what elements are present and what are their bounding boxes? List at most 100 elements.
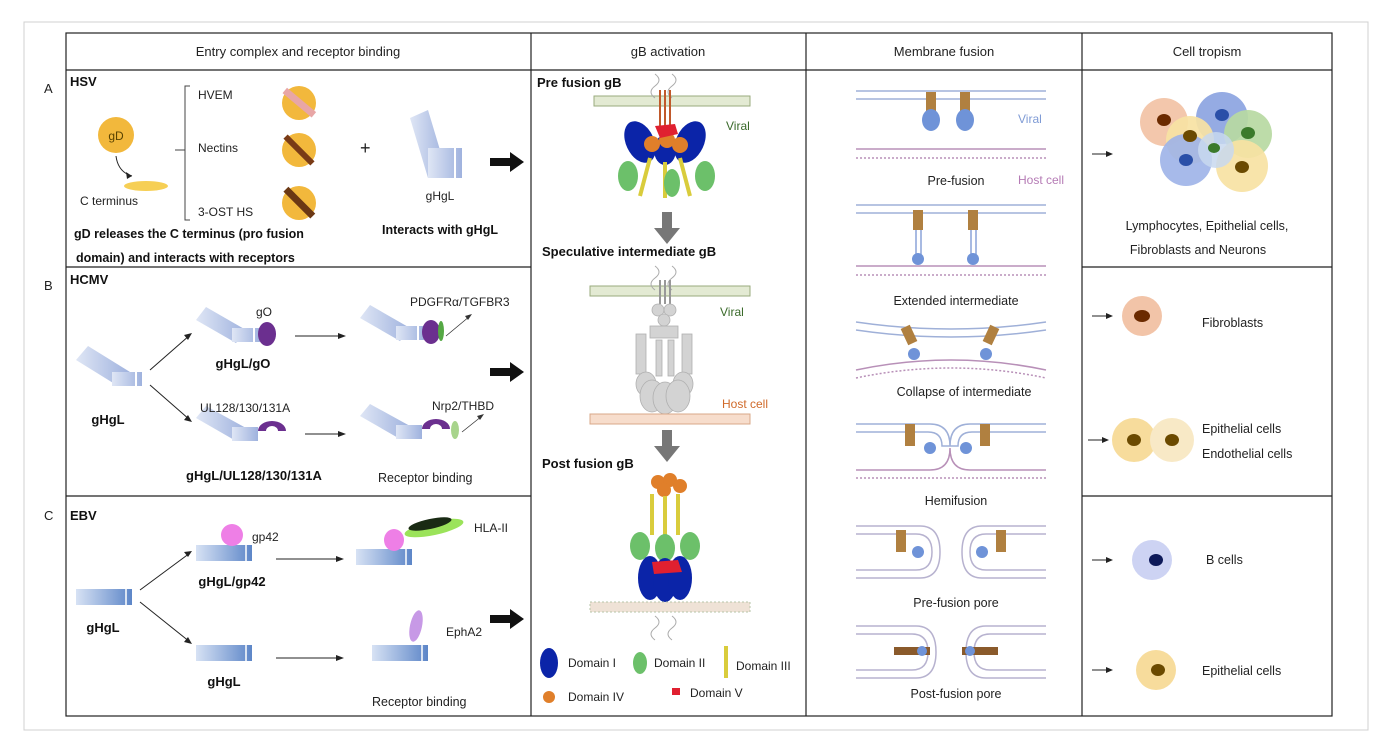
- c-terminus-label: C terminus: [80, 194, 138, 208]
- stage-label-collapse: Collapse of intermediate: [897, 385, 1032, 399]
- gb-activation-panel: Pre fusion gB Viral Speculative intermed…: [537, 73, 791, 704]
- pre-viral-label: Viral: [726, 119, 750, 133]
- membrane-fusion-panel: Viral Host cell Pre-fusion Extended inte…: [855, 90, 1064, 701]
- tropism-hsv-2: Fibroblasts and Neurons: [1130, 243, 1266, 257]
- hcmv-title: HCMV: [70, 272, 109, 287]
- gb-legend: Domain I Domain II Domain III Domain IV …: [540, 646, 791, 704]
- legend-domain-1-swatch: [540, 648, 558, 678]
- receptor-3ost: 3-OST HS: [198, 205, 253, 219]
- hsv-caption-1: gD releases the C terminus (pro fusion: [74, 227, 304, 241]
- ebv-big-arrow: [490, 609, 524, 629]
- tropism-epithelial-2: Epithelial cells: [1202, 664, 1281, 678]
- hsv-interacts: Interacts with gHgL: [382, 223, 498, 237]
- gd-protein: [98, 117, 134, 153]
- ghgl-ul128-label: gHgL/UL128/130/131A: [186, 468, 322, 483]
- legend-domain-4-swatch: [543, 691, 555, 703]
- ghgl-ul128-complex: [196, 406, 286, 441]
- hsv-cell-cluster: [1140, 92, 1272, 192]
- legend-domain-5-swatch: [672, 688, 680, 695]
- legend-domain-2: Domain II: [654, 656, 705, 670]
- tropism-epithelial: Epithelial cells: [1202, 422, 1281, 436]
- hcmv-ghgl-main: [76, 346, 142, 386]
- fusion-stage-prefusion: Viral Host cell Pre-fusion: [856, 90, 1064, 188]
- receptor-hvem: HVEM: [198, 88, 233, 102]
- gb-post-title: Post fusion gB: [542, 456, 634, 471]
- hsv-ghgl-label: gHgL: [426, 189, 455, 203]
- fusion-host-label: Host cell: [1018, 173, 1064, 187]
- ebv-ghgl2-label: gHgL: [207, 674, 240, 689]
- gd-label: gD: [108, 129, 124, 143]
- go-label: gO: [256, 305, 272, 319]
- hsv-big-arrow: [490, 152, 524, 172]
- ebv-ghgl-2: [196, 645, 252, 661]
- stage-label-extended: Extended intermediate: [893, 294, 1018, 308]
- hcmv-panel: HCMV gHgL gO gHgL/gO: [70, 272, 524, 485]
- ghgl-ul128-bound: [360, 404, 459, 439]
- c-terminus-shape: [124, 181, 168, 191]
- pdgfr-label: PDGFRα/TGFBR3: [410, 295, 510, 309]
- legend-domain-5: Domain V: [690, 686, 743, 700]
- nrp2-label: Nrp2/THBD: [432, 399, 494, 413]
- ebv-ghgl-label: gHgL: [86, 620, 119, 635]
- hcmv-ghgl-label: gHgL: [91, 412, 124, 427]
- legend-domain-2-swatch: [633, 652, 647, 674]
- ebv-title: EBV: [70, 508, 97, 523]
- ghgl-go-complex: [196, 307, 276, 346]
- ghgl-gp42-bound: [356, 517, 464, 565]
- table-grid: [65, 32, 1333, 717]
- hcmv-receptor-binding: Receptor binding: [378, 471, 473, 485]
- ghgl-gp42-label: gHgL/gp42: [198, 574, 265, 589]
- pre-viral-membrane: [593, 95, 751, 107]
- fusion-stage-hemifusion: Hemifusion: [856, 423, 1046, 508]
- gp42-label: gp42: [252, 530, 279, 544]
- receptor-bracket: [184, 85, 190, 221]
- ghgl-gp42-complex: [196, 524, 252, 561]
- ghgl-go-bound: [360, 305, 444, 344]
- ul128-label: UL128/130/131A: [200, 401, 290, 415]
- fusion-stage-postpore: Post-fusion pore: [856, 625, 1046, 701]
- fusion-stage-collapse: Collapse of intermediate: [855, 321, 1047, 399]
- int-viral-label: Viral: [720, 305, 744, 319]
- legend-domain-3: Domain III: [736, 659, 791, 673]
- tropism-bcells: B cells: [1206, 553, 1243, 567]
- hsv-title: HSV: [70, 74, 97, 89]
- fusion-viral-label: Viral: [1018, 112, 1042, 126]
- stage-label-prepore: Pre-fusion pore: [913, 596, 999, 610]
- ebv-panel: EBV gHgL gp42 gHgL/gp42 HLA-II: [70, 508, 524, 709]
- legend-domain-4: Domain IV: [568, 690, 624, 704]
- row-label-b: B: [44, 278, 53, 293]
- header-activation: gB activation: [631, 44, 705, 59]
- gb-pre-title: Pre fusion gB: [537, 75, 622, 90]
- gb-speculative-title: Speculative intermediate gB: [542, 244, 716, 259]
- hla-label: HLA-II: [474, 521, 508, 535]
- ephA2-bound: [372, 610, 428, 661]
- epha2-label: EphA2: [446, 625, 482, 639]
- row-label-a: A: [44, 81, 53, 96]
- ebv-ghgl-main: [76, 589, 132, 605]
- int-host-membrane: [589, 413, 751, 425]
- hsv-panel: HSV gD C terminus HVEM Nectins 3-OST HS …: [70, 74, 524, 265]
- int-host-label: Host cell: [722, 397, 768, 411]
- receptor-nectins: Nectins: [198, 141, 238, 155]
- fusion-stage-prepore: Pre-fusion pore: [856, 525, 1046, 610]
- stage-label-hemifusion: Hemifusion: [925, 494, 988, 508]
- legend-domain-1: Domain I: [568, 656, 616, 670]
- hcmv-big-arrow: [490, 362, 524, 382]
- legend-domain-3-swatch: [724, 646, 728, 678]
- stage-label-prefusion: Pre-fusion: [928, 174, 985, 188]
- ghgl-hsv: [410, 110, 462, 178]
- cell-tropism-panel: Lymphocytes, Epithelial cells, Fibroblas…: [1088, 92, 1292, 690]
- ebv-receptor-binding: Receptor binding: [372, 695, 467, 709]
- tropism-hsv-1: Lymphocytes, Epithelial cells,: [1126, 219, 1289, 233]
- header-tropism: Cell tropism: [1173, 44, 1242, 59]
- header-fusion: Membrane fusion: [894, 44, 994, 59]
- ghgl-go-label: gHgL/gO: [216, 356, 271, 371]
- row-label-c: C: [44, 508, 53, 523]
- tropism-endothelial: Endothelial cells: [1202, 447, 1292, 461]
- stage-label-postpore: Post-fusion pore: [910, 687, 1001, 701]
- plus-sign: +: [360, 138, 371, 158]
- header-entry: Entry complex and receptor binding: [196, 44, 401, 59]
- tropism-fibroblasts: Fibroblasts: [1202, 316, 1263, 330]
